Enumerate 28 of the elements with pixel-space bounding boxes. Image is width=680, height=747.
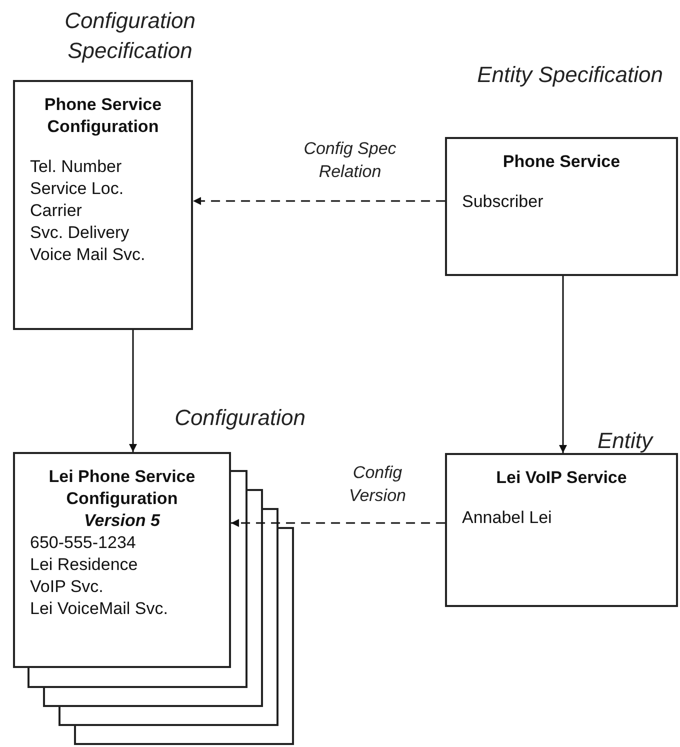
arrow	[559, 276, 567, 453]
arrow	[231, 519, 445, 527]
box-heading: Phone Service	[502, 151, 622, 173]
field-text: Service Loc.	[29, 178, 125, 200]
group-heading: Configuration	[174, 404, 306, 432]
field-text: Subscriber	[461, 191, 544, 213]
record-box	[13, 452, 231, 668]
box-heading: Lei Phone Service Configuration	[48, 466, 196, 510]
box-heading: Version 5	[83, 510, 161, 532]
field-text: 650-555-1234	[29, 532, 137, 554]
field-text: Carrier	[29, 200, 83, 222]
field-text: VoIP Svc.	[29, 576, 104, 598]
field-text: Tel. Number	[29, 156, 123, 178]
field-text: Lei VoiceMail Svc.	[29, 598, 169, 620]
box-heading: Lei VoIP Service	[495, 467, 628, 489]
group-heading: Entity	[596, 427, 654, 455]
record-box	[445, 137, 678, 276]
field-text: Lei Residence	[29, 554, 139, 576]
record-box	[445, 453, 678, 607]
field-text: Svc. Delivery	[29, 222, 130, 244]
field-text: Voice Mail Svc.	[29, 244, 146, 266]
arrow	[129, 330, 137, 452]
group-heading: Configuration Specification	[64, 7, 196, 65]
record-box	[13, 80, 193, 330]
arrow	[193, 197, 445, 205]
field-text: Annabel Lei	[461, 507, 553, 529]
box-heading: Phone Service Configuration	[43, 94, 163, 138]
group-heading: Entity Specification	[476, 61, 664, 89]
